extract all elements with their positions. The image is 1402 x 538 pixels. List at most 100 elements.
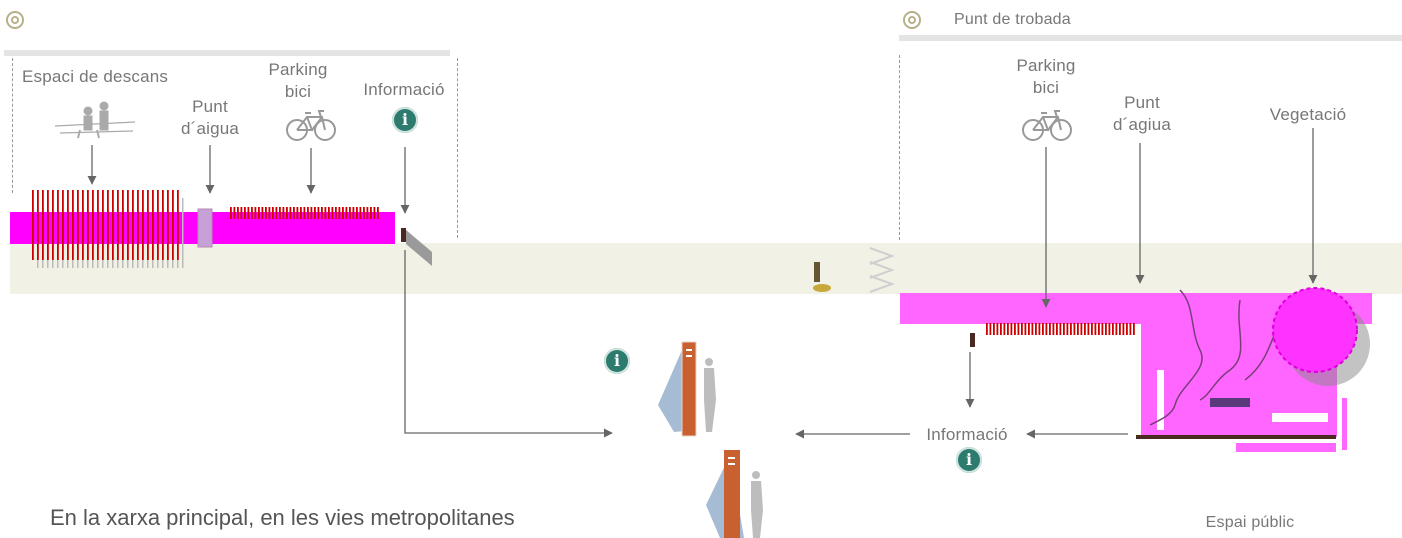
slat [1129, 323, 1132, 335]
slat [1119, 323, 1121, 335]
slat [77, 190, 79, 260]
slat [1035, 323, 1037, 335]
slat [132, 190, 134, 260]
slat [1073, 323, 1076, 335]
label-informacio: Informació [363, 80, 445, 99]
slat [147, 190, 149, 260]
bike-rack-left [230, 207, 379, 219]
slat [993, 323, 995, 335]
slat [1052, 323, 1055, 335]
slat [1021, 323, 1023, 335]
slat [1126, 323, 1128, 335]
slat [331, 207, 334, 219]
slat [321, 207, 323, 219]
slat [172, 190, 174, 260]
slat [370, 207, 372, 219]
right-plaza-post [1342, 398, 1347, 450]
slat [310, 207, 313, 219]
slat [1098, 323, 1100, 335]
slat [1014, 323, 1016, 335]
slat [328, 207, 330, 219]
slat [1115, 323, 1118, 335]
slat [279, 207, 281, 219]
slat [112, 190, 114, 260]
slat [254, 207, 257, 219]
right-header-title: Punt de trobada [954, 11, 1071, 28]
slat [349, 207, 351, 219]
info-icon: i [956, 447, 982, 473]
slat [244, 207, 246, 219]
label-punt-aigua-1: Punt [192, 97, 228, 116]
slat [996, 323, 999, 335]
slat [1091, 323, 1093, 335]
slat [233, 207, 236, 219]
slat [356, 207, 358, 219]
right-plaza-strip [1236, 443, 1336, 452]
slat [92, 190, 94, 260]
slat [1122, 323, 1125, 335]
slat [1080, 323, 1083, 335]
slat [293, 207, 295, 219]
slat [1028, 323, 1030, 335]
slat [335, 207, 337, 219]
body-paragraph: En la xarxa principal, en les vies metro… [50, 505, 515, 530]
slat [272, 207, 274, 219]
slat [1105, 323, 1107, 335]
slat [1094, 323, 1097, 335]
zone-label-espai-descans: Espaci de descans [22, 67, 169, 86]
slat [157, 190, 159, 260]
slat [1003, 323, 1006, 335]
slat [1045, 323, 1048, 335]
cyclist-icon [813, 262, 831, 292]
slat [162, 190, 164, 260]
slat [102, 190, 104, 260]
slat [152, 190, 154, 260]
slat [986, 323, 988, 335]
slat [82, 190, 84, 260]
right-dashed-border [899, 55, 900, 240]
slat [1010, 323, 1013, 335]
slat [317, 207, 320, 219]
slat [289, 207, 292, 219]
slat [1070, 323, 1072, 335]
label-parking-bici-2: bici [284, 82, 312, 101]
slat [167, 190, 169, 260]
slat [177, 190, 179, 260]
slat [137, 190, 139, 260]
slat [32, 190, 34, 260]
info-icon: i [604, 348, 630, 374]
slat [142, 190, 144, 260]
label-espai-public: Espai públic [1205, 514, 1295, 531]
slat [342, 207, 344, 219]
slat [275, 207, 278, 219]
slat [62, 190, 64, 260]
slat [373, 207, 376, 219]
slat [352, 207, 355, 219]
left-header-bar [4, 50, 450, 56]
slat [261, 207, 264, 219]
bench-people-icon [54, 101, 136, 139]
slat [1108, 323, 1111, 335]
water-point-left [197, 208, 213, 248]
slat [1087, 323, 1090, 335]
label-parking-bici-right-1: Parking [1016, 56, 1076, 75]
right-header-bar [899, 35, 1402, 41]
slat [345, 207, 348, 219]
info-icon: i [392, 107, 418, 133]
slat [52, 190, 54, 260]
slat [1112, 323, 1114, 335]
label-parking-bici-1: Parking [268, 60, 328, 79]
slat [338, 207, 341, 219]
slat [1084, 323, 1086, 335]
label-punt-aigua-2: d´aigua [180, 119, 240, 138]
left-dashed-border [12, 58, 13, 193]
bicycle-icon [286, 110, 336, 141]
totem-icon [658, 341, 697, 437]
slat [247, 207, 250, 219]
slat [1101, 323, 1104, 335]
label-parking-bici-right-2: bici [1032, 78, 1060, 97]
slat [1056, 323, 1058, 335]
slat [286, 207, 288, 219]
slat [230, 207, 232, 219]
